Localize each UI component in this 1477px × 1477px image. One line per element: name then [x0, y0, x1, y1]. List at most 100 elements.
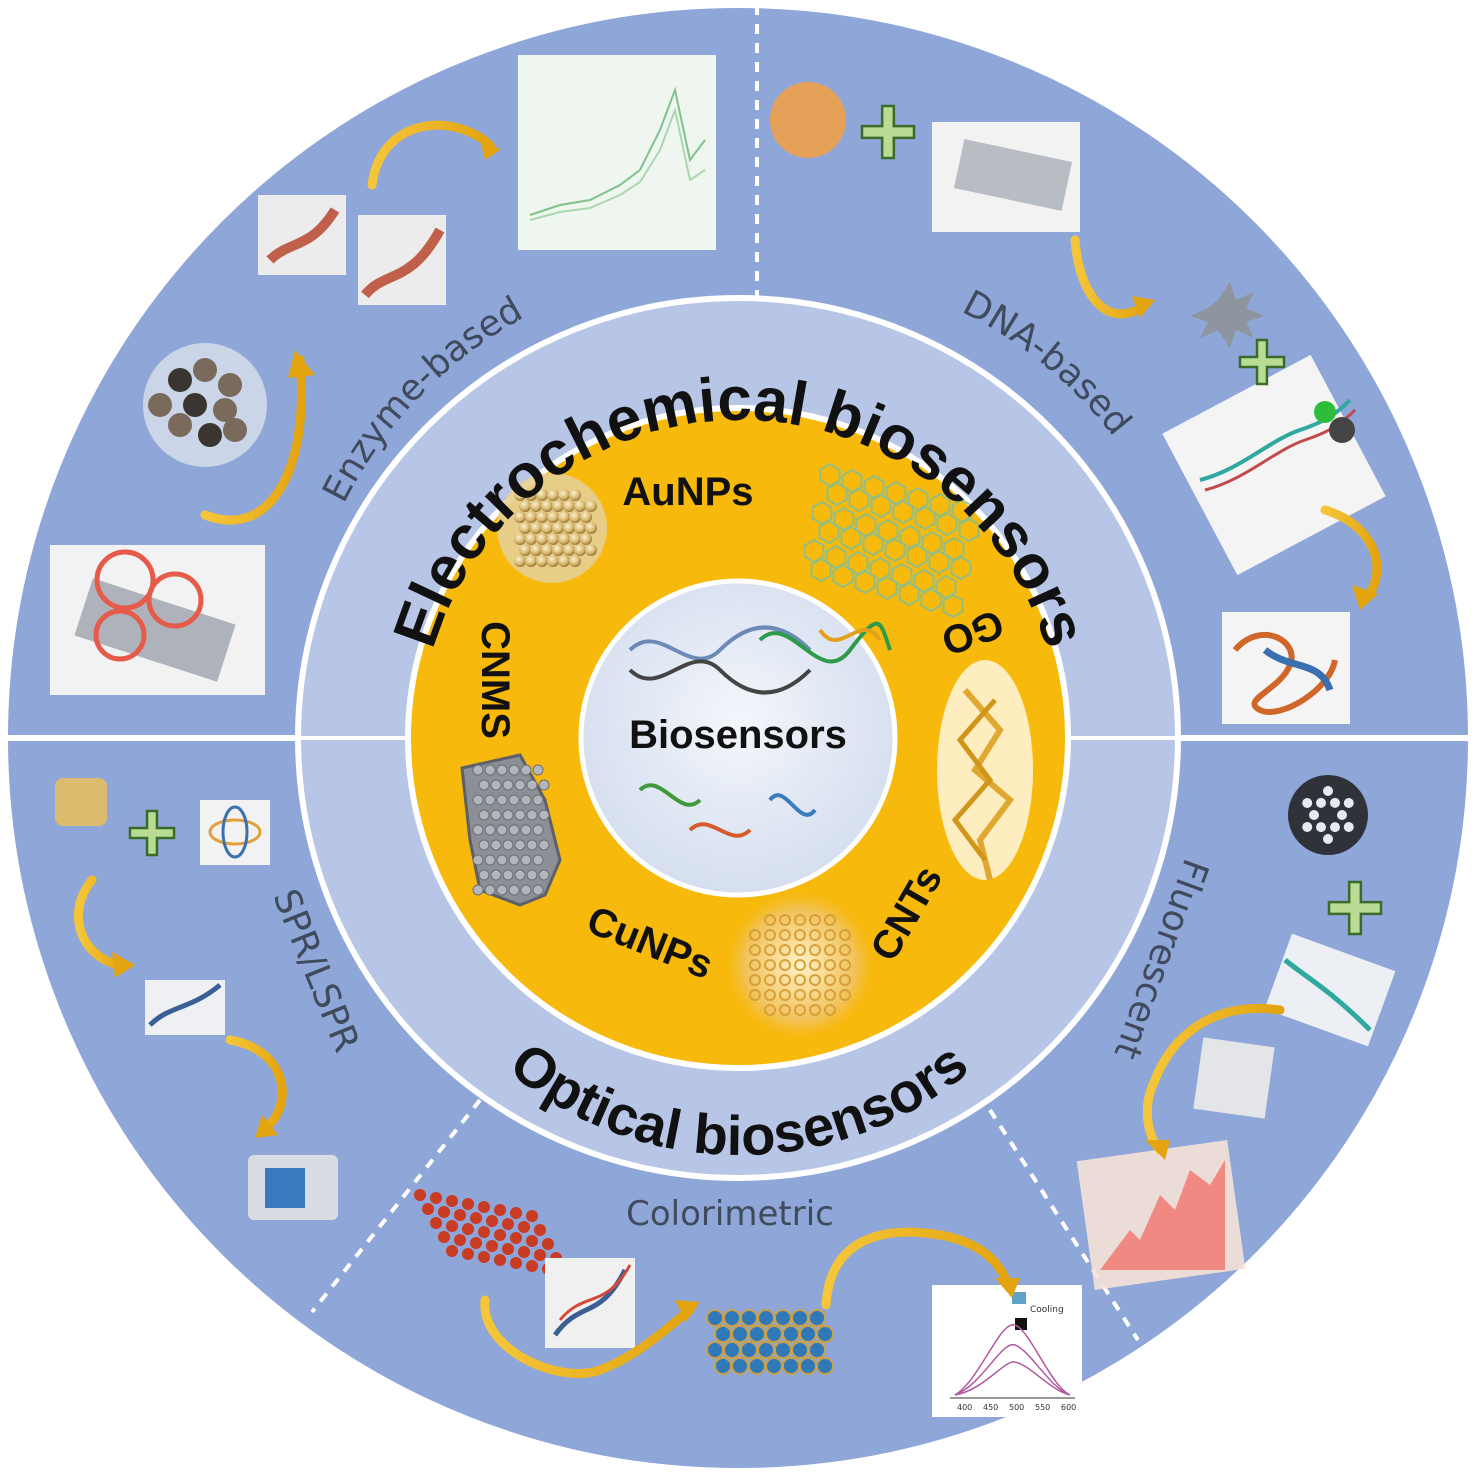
copper-nanoparticle: [824, 959, 836, 971]
gold-colloid-particle: [422, 1203, 434, 1215]
colorimetric-dna-image: [545, 1258, 635, 1348]
gold-nanoparticle: [585, 500, 597, 512]
enzyme-electrode-image: [50, 545, 265, 695]
copper-nanoparticle: [749, 929, 761, 941]
copper-nanoparticle: [824, 944, 836, 956]
gold-nanoparticle: [536, 489, 548, 501]
graphene-hex: [958, 517, 980, 543]
graphene-hex: [898, 581, 920, 607]
molecule-atom: [183, 393, 207, 417]
arrow-fluor-1: [1142, 1004, 1285, 1155]
copper-nanoparticle: [794, 989, 806, 1001]
gold-nanoparticle: [585, 522, 597, 534]
carbon-nanomaterial-cell: [496, 764, 508, 776]
gold-nanoparticle: [569, 511, 581, 523]
carbon-nanomaterial-cell: [484, 824, 496, 836]
carbon-nanomaterial-cell: [478, 809, 490, 821]
carbon-nanomaterial-cell: [496, 794, 508, 806]
carbon-nanomaterial-cell: [514, 839, 526, 851]
gold-nanoparticle: [530, 500, 542, 512]
fullerene-ring: [1330, 797, 1340, 808]
carbon-nanomaterial-cell: [496, 854, 508, 866]
copper-nanoparticle: [764, 929, 776, 941]
gold-nanoparticle: [519, 522, 531, 534]
gold-nanoparticle: [519, 544, 531, 556]
copper-nanoparticle: [764, 944, 776, 956]
fullerene-ring: [1343, 822, 1354, 832]
colorimetric-blue-particles-image: [706, 1309, 834, 1375]
copper-nanoparticle: [839, 989, 851, 1001]
aggregated-particle: [748, 1357, 766, 1375]
carbon-nanomaterial-cell: [508, 824, 520, 836]
carbon-nanomaterial-cell: [472, 824, 484, 836]
copper-nanoparticle: [764, 974, 776, 986]
gold-nanoparticle: [514, 511, 526, 523]
molecule-atom: [223, 418, 247, 442]
graphene-hex: [810, 557, 832, 583]
aggregated-particle: [782, 1357, 800, 1375]
cooling-label: Cooling: [1030, 1305, 1064, 1315]
copper-nanoparticle: [764, 959, 776, 971]
gold-colloid-particle: [454, 1209, 466, 1221]
carbon-nanomaterial-cell: [484, 854, 496, 866]
copper-nanoparticle: [824, 989, 836, 1001]
arrow-color-1: [480, 1295, 695, 1378]
copper-nanoparticle: [779, 1004, 791, 1016]
molecule-atom: [168, 413, 192, 437]
copper-nanoparticle: [809, 974, 821, 986]
gold-nanoparticle: [530, 522, 542, 534]
gold-nanoparticle: [541, 544, 553, 556]
copper-nanoparticle: [794, 959, 806, 971]
carbon-nanomaterial-cell: [520, 824, 532, 836]
gold-nanoparticle: [547, 533, 559, 545]
gold-nanoparticle: [558, 489, 570, 501]
gold-nanoparticle: [563, 500, 575, 512]
gold-colloid-particle: [414, 1189, 426, 1201]
aggregated-particle: [740, 1341, 758, 1359]
gold-nanoparticle: [569, 533, 581, 545]
arrow-enzyme-2: [367, 120, 495, 190]
gold-nanoparticle: [514, 533, 526, 545]
x-tick-1: 400: [957, 1403, 972, 1412]
copper-nanoparticle: [749, 989, 761, 1001]
plus-icon: [860, 104, 916, 160]
gold-nanoparticle: [536, 555, 548, 567]
gold-nanoparticle: [552, 522, 564, 534]
copper-nanoparticle: [764, 989, 776, 1001]
graphene-hex: [914, 505, 936, 531]
gold-colloid-particle: [526, 1210, 538, 1222]
copper-nanoparticle: [749, 974, 761, 986]
dna-protein-image: [1222, 612, 1350, 724]
carbon-nanomaterial-cell: [484, 884, 496, 896]
gold-nanoparticle: [569, 555, 581, 567]
spr-particle-image: [55, 778, 107, 826]
gold-colloid-particle: [502, 1218, 514, 1230]
gold-nanoparticle: [536, 533, 548, 545]
center-title: Biosensors: [629, 713, 847, 757]
aggregated-particle: [799, 1357, 817, 1375]
carbon-nanomaterial-cell: [478, 779, 490, 791]
plus-icon: [1327, 880, 1383, 936]
copper-nanoparticle: [779, 974, 791, 986]
gold-colloid-particle: [430, 1192, 442, 1204]
carbon-nanomaterial-cell: [532, 824, 544, 836]
fullerene-ring: [1316, 822, 1326, 833]
gold-colloid-particle: [454, 1234, 466, 1246]
graphene-hex: [906, 543, 928, 569]
carbon-nanomaterial-cell: [496, 824, 508, 836]
copper-nanoparticle: [824, 929, 836, 941]
carbon-nanomaterial-cell: [472, 794, 484, 806]
spr-device-image: [248, 1155, 338, 1220]
carbon-nanomaterial-cell: [520, 854, 532, 866]
gold-nanoparticle: [569, 489, 581, 501]
cunps-image: [728, 893, 872, 1037]
gold-colloid-particle: [462, 1223, 474, 1235]
carbon-nanomaterial-cell: [526, 779, 538, 791]
copper-nanoparticle: [809, 959, 821, 971]
gold-colloid-particle: [478, 1251, 490, 1263]
aggregated-particle: [816, 1325, 834, 1343]
carbon-nanomaterial-cell: [526, 869, 538, 881]
arrow-color-2: [821, 1227, 1013, 1310]
aggregated-particle: [757, 1309, 775, 1327]
